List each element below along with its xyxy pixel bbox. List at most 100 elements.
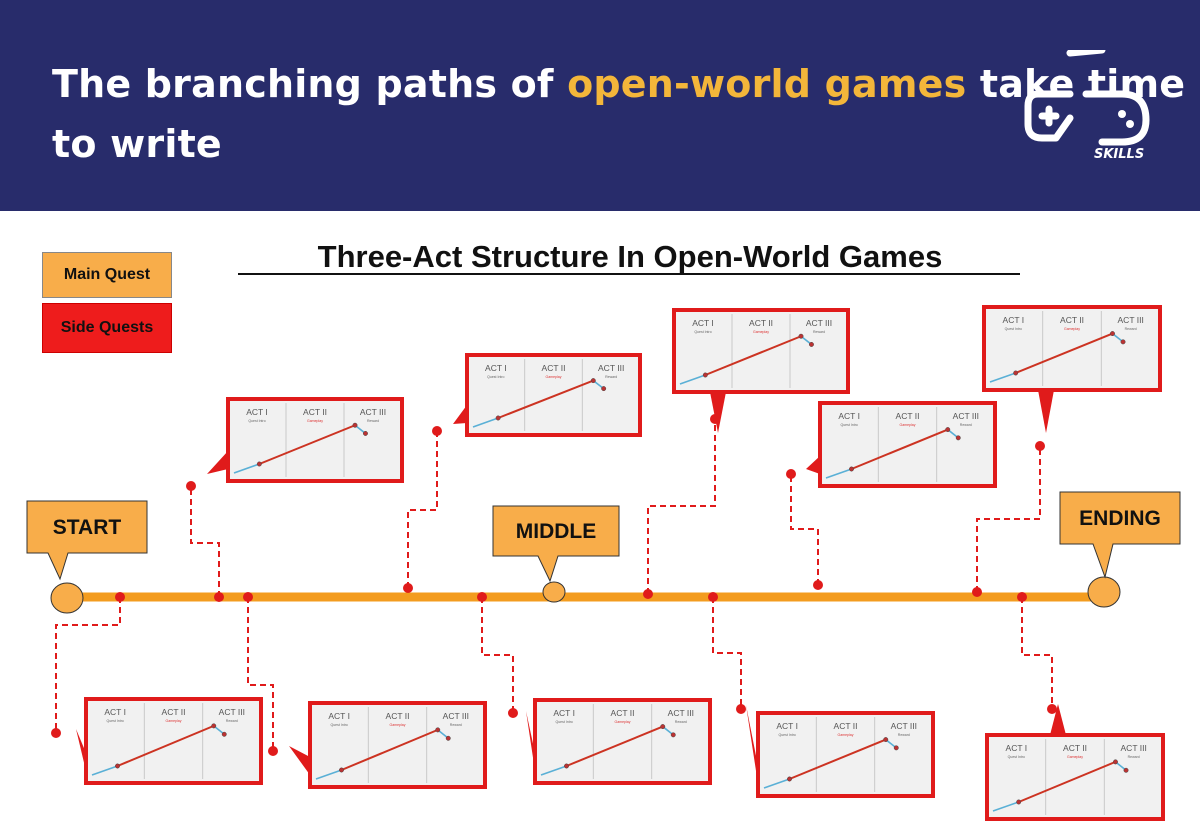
act-point [339,767,344,773]
act-sub-label: Quest Intro [694,330,711,334]
milestone-node [542,581,566,603]
header-banner: The branching paths of open-world games … [0,0,1200,211]
main-line-node [403,583,413,593]
act-sub-label: Gameplay [546,375,562,379]
act-label: ACT I [776,721,798,731]
act-point [445,735,451,741]
act-point [590,378,596,384]
act-sub-label: Quest Intro [1008,755,1025,759]
act-label: ACT III [891,721,917,731]
act-point [1013,370,1019,376]
diagram-area: Three-Act Structure In Open-World Games … [0,211,1200,838]
act-sub-label: Gameplay [1067,755,1083,759]
side-quest-connector [247,597,274,751]
act-point [564,763,569,769]
act-sub-label: Gameplay [1064,327,1080,331]
act-one-line [233,463,260,474]
act-label: ACT III [806,318,832,328]
side-quest-node [786,469,796,479]
act-label: ACT I [328,711,350,721]
act-label: ACT I [1003,315,1025,325]
milestone-node [1087,576,1121,608]
main-line-node [243,592,253,602]
panel-pointer [1038,390,1054,433]
act-point [883,737,889,743]
act-label: ACT III [1118,315,1144,325]
act-label: ACT II [162,707,186,717]
act-one-line [91,765,118,776]
act-two-line [789,738,887,780]
headline: The branching paths of open-world games … [52,54,1200,174]
main-quest-line-layer [68,580,1106,602]
act-sub-label: Quest Intro [107,719,124,723]
act-sub-label: Reward [1125,327,1137,331]
act-label: ACT II [834,721,858,731]
act-one-line [472,417,499,428]
act-one-line [540,765,567,776]
panel-frame [84,697,263,785]
act-point [352,422,358,428]
panel-pointer [746,705,758,784]
main-line-node [1017,592,1027,602]
act-sub-label: Quest Intro [841,423,858,427]
milestone-node [50,582,84,614]
act-label: ACT III [443,711,469,721]
act-label: ACT II [542,363,566,373]
act-sub-label: Quest Intro [248,419,265,423]
act-label: ACT II [611,708,635,718]
side-quest-node [432,426,442,436]
side-quest-connector [790,474,819,585]
act-one-line [825,468,852,479]
act-label: ACT II [1063,743,1087,753]
main-line-node [214,592,224,602]
act-two-line [1018,760,1116,803]
act-two-line [341,728,439,771]
side-quest-node [736,704,746,714]
act-sub-label: Reward [605,375,617,379]
act-sub-label: Gameplay [838,733,854,737]
main-line-node [643,589,653,599]
panel-pointer [710,392,726,433]
side-quest-connector [647,419,716,594]
act-label: ACT II [749,318,773,328]
milestone-label: START [53,516,122,539]
side-quest-connector [55,597,121,733]
act-label: ACT I [553,708,575,718]
act-sub-label: Reward [226,719,238,723]
act-sub-label: Quest Intro [556,720,573,724]
legend-side-quests: Side Quests [42,303,172,353]
side-quest-node [51,728,61,738]
panel-frame [226,397,404,483]
act-label: ACT I [485,363,507,373]
act-point [945,427,951,433]
side-quest-connector [407,431,438,588]
diagram-title: Three-Act Structure In Open-World Games [318,239,943,274]
act-two-line [851,428,949,470]
act-one-line [315,769,342,780]
act-point [702,372,708,378]
connector-layer [51,414,1057,756]
side-quest-connector [190,486,220,597]
act-one-line [679,374,706,385]
act-point [1123,767,1129,773]
act-sub-label: Reward [1128,755,1140,759]
milestone-label: MIDDLE [516,520,597,543]
act-label: ACT III [1121,743,1147,753]
panel-pointer [207,451,228,474]
side-quest-connector [976,446,1041,592]
legend-main-quest: Main Quest [42,252,172,298]
act-point [670,732,676,738]
gd-skills-logo-icon: SKILLS [1024,50,1150,162]
headline-text-end: take time to write [52,62,1186,166]
side-quest-connector [481,597,514,713]
act-two-line [497,379,594,419]
act-sub-label: Reward [898,733,910,737]
act-label: ACT I [692,318,714,328]
act-one-line [992,801,1019,812]
act-point [435,727,441,733]
